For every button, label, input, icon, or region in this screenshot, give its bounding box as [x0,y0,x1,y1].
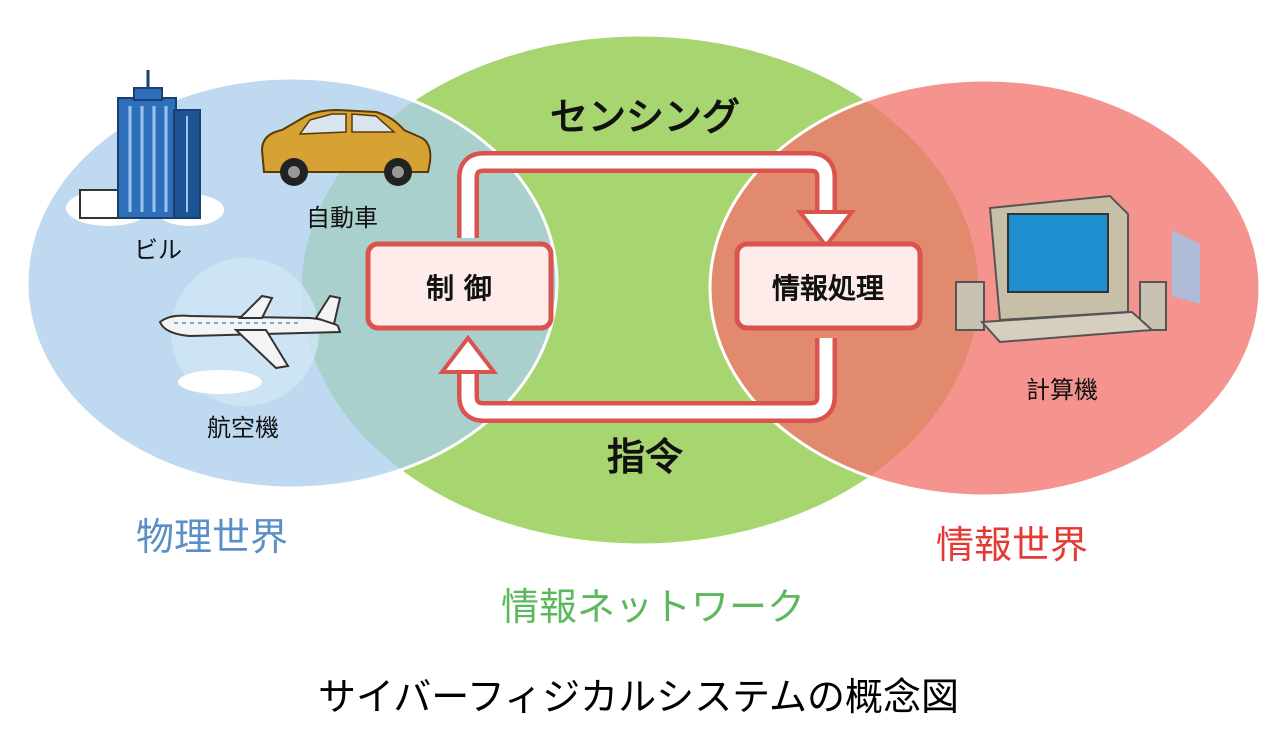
info-world-label: 情報世界 [936,523,1088,567]
computer-label: 計算機 [1026,376,1098,404]
car-label: 自動車 [306,204,378,232]
airplane-label: 航空機 [207,414,279,442]
physical-world-label: 物理世界 [136,515,288,559]
building-label: ビル [134,236,182,264]
info-network-label: 情報ネットワーク [501,585,805,629]
sensing-arrowhead [795,210,857,250]
control-box [365,241,554,331]
info-processing-box [734,241,923,331]
airplane-icon [158,258,342,406]
loop-arrows [437,151,857,423]
sensing-label: センシング [550,95,740,139]
diagram-caption: サイバーフィジカルシステムの概念図 [317,675,960,719]
control-label: 制 御 [426,272,492,305]
car-icon [260,108,432,186]
info-processing-label: 情報処理 [772,272,884,305]
building-icon [66,70,224,226]
computer-icon [955,194,1200,344]
command-arrowhead [437,334,499,374]
command-label: 指令 [607,435,684,479]
